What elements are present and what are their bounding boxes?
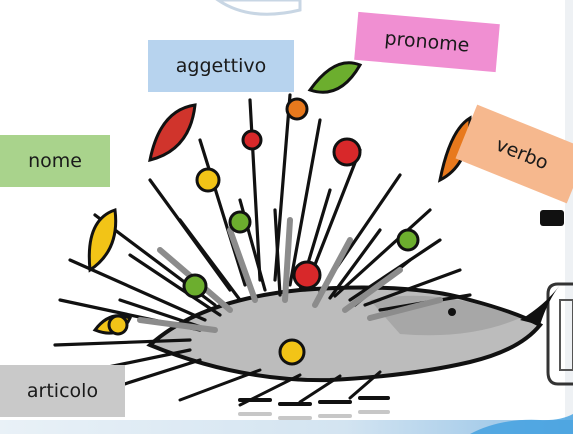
hedgehog-snout [520,285,560,325]
right-edge-strip [565,0,573,434]
berry-yellow-1 [195,167,221,193]
berry-yellow-3 [107,314,129,336]
label-aggettivo: aggettivo [148,40,294,92]
top-bubble-shape [215,0,302,16]
side-box-inner [559,299,573,371]
hedgehog-feet-shadow [238,410,390,420]
berry-yellow-2 [278,338,306,366]
bottom-blue-wave [470,414,573,434]
berry-red-2 [292,260,322,290]
bottom-strip [0,420,573,434]
leaf-green [307,61,363,94]
berry-red-1 [332,137,362,167]
label-nome: nome [0,135,110,187]
hedgehog-feet [238,396,390,406]
hedgehog-nose [540,210,564,226]
label-articolo: articolo [0,365,125,417]
berry-green-2 [182,273,208,299]
berry-red-3 [241,129,263,151]
leaf-orange [437,115,472,183]
leaf-red [148,103,197,163]
berry-green-3 [396,228,420,252]
leaf-yellow [87,207,118,273]
hedgehog-eye [448,308,456,316]
berry-orange [285,97,309,121]
hedgehog-berries [107,97,420,366]
side-box-outline [546,282,573,386]
berry-green-1 [228,210,252,234]
